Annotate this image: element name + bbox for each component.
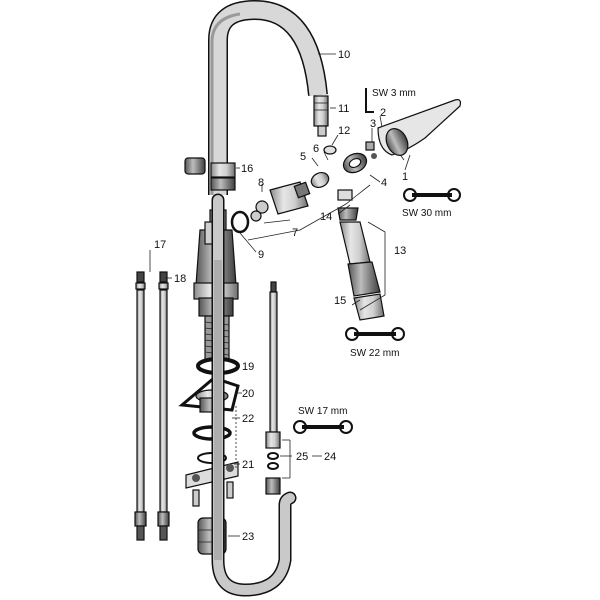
base-o-ring-part (230, 210, 250, 234)
cap-nut-part (342, 152, 368, 174)
wrench-sw17-icon (293, 420, 353, 434)
screw-set-part (192, 481, 234, 507)
callout-11: 11 (338, 103, 349, 115)
lever-handle-part (377, 99, 462, 161)
small-nut-part (323, 145, 337, 155)
callout-4: 4 (381, 177, 387, 189)
clamp-ring-part (184, 157, 236, 191)
callout-20: 20 (242, 388, 254, 400)
tool-label-sw30: SW 30 mm (402, 208, 451, 219)
wrench-sw22-icon (345, 327, 405, 341)
callout-22: 22 (242, 413, 254, 425)
leader-lines (149, 53, 411, 537)
connecting-rod-part (269, 281, 278, 433)
callout-labels: 10 11 12 2 3 1 4 5 6 8 7 9 16 14 13 15 1… (154, 49, 408, 543)
callout-16: 16 (241, 163, 253, 175)
tool-labels: SW 3 mm SW 30 mm SW 22 mm SW 17 mm (298, 88, 451, 417)
diverter-cap-part (337, 189, 353, 201)
callout-7: 7 (292, 227, 298, 239)
callout-25: 25 (296, 451, 308, 463)
callout-14: 14 (320, 211, 332, 223)
callout-17: 17 (154, 239, 166, 251)
callout-1: 1 (402, 171, 408, 183)
callout-12: 12 (338, 125, 350, 137)
hex-key-icon (365, 88, 374, 113)
supply-hose-right-part (157, 271, 170, 541)
tool-label-sw22: SW 22 mm (350, 348, 399, 359)
callout-8: 8 (258, 177, 264, 189)
callout-5: 5 (300, 151, 306, 163)
supply-hose-left-part (134, 271, 147, 541)
callout-9: 9 (258, 249, 264, 261)
callout-24: 24 (324, 451, 336, 463)
mounting-plate-part (178, 376, 240, 413)
callout-19: 19 (242, 361, 254, 373)
callout-18: 18 (174, 273, 186, 285)
callout-10: 10 (338, 49, 350, 61)
spout-part (208, 0, 328, 195)
connector-part (265, 431, 281, 495)
callout-15: 15 (334, 295, 346, 307)
tool-label-sw3: SW 3 mm (372, 88, 416, 99)
o-ring-part (310, 172, 330, 188)
callout-13: 13 (394, 245, 406, 257)
callout-21: 21 (242, 459, 254, 471)
tool-label-sw17: SW 17 mm (298, 406, 347, 417)
wrench-sw30-icon (403, 188, 461, 202)
pull-out-hose-part (211, 193, 297, 597)
grub-screw-part (365, 141, 377, 159)
callout-2: 2 (380, 107, 386, 119)
callout-23: 23 (242, 531, 254, 543)
cartridge-part (250, 181, 311, 222)
callout-6: 6 (313, 143, 319, 155)
callout-3: 3 (370, 118, 376, 130)
hose-nipple-part (313, 95, 329, 137)
